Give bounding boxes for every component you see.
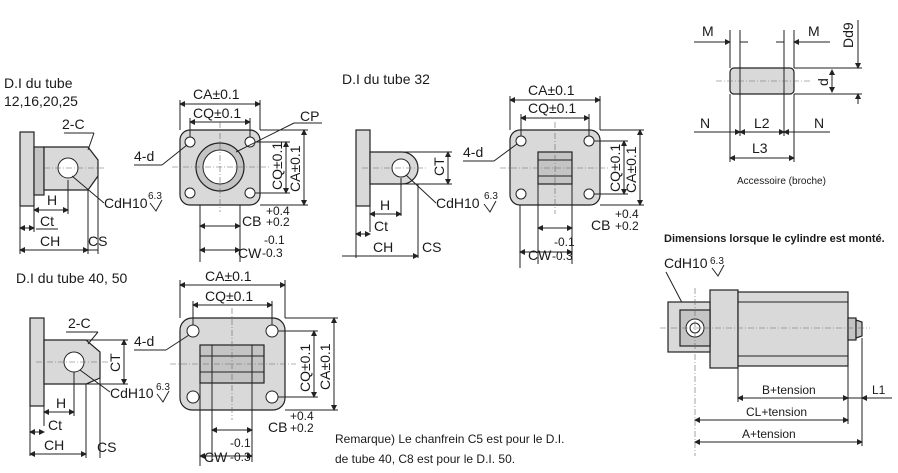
dim-cq-right-32: CQ±0.1 xyxy=(607,144,623,192)
dim-cl-tension: CL+tension xyxy=(746,405,807,419)
dim-cw-tol-dn-a: -0.3 xyxy=(262,246,283,260)
dim-l2: L2 xyxy=(754,115,770,131)
dim-ca-top-40: CA±0.1 xyxy=(205,268,252,284)
front-view-small: CA±0.1 CQ±0.1 CP 4-d CQ±0.1 CA±0.1 CB +0… xyxy=(134,86,322,262)
dim-m-right: M xyxy=(808,23,820,39)
dim-ch-32: CH xyxy=(373,239,393,255)
label-tube-32: D.I du tube 32 xyxy=(342,71,430,87)
dim-cq-right-a: CQ±0.1 xyxy=(269,142,285,190)
side-view-small: D.I du tube 12,16,20,25 2-C CdH10 6.3 H … xyxy=(4,75,163,254)
roughness-mounted: 6.3 xyxy=(710,256,724,267)
remark-line-2: de tube 40, C8 est pour le D.I. 50. xyxy=(335,452,515,466)
dim-cw-tol-up-a: -0.1 xyxy=(264,233,285,247)
dim-4d-32: 4-d xyxy=(463,144,483,160)
roughness-40: 6.3 xyxy=(156,382,170,393)
dim-cs-a: CS xyxy=(88,233,107,249)
dim-cb-40: CB xyxy=(268,419,287,435)
dim-cs-32: CS xyxy=(422,239,441,255)
dim-ca-top-32: CA±0.1 xyxy=(528,82,575,98)
label-accessory: Accessoire (broche) xyxy=(737,176,826,187)
dim-dd9: Dd9 xyxy=(840,22,856,48)
dim-ct-v-32: CT xyxy=(431,157,447,176)
dim-cd-a: CdH10 xyxy=(104,195,148,211)
dim-cb-tol-up-a: +0.4 xyxy=(266,204,290,218)
dim-m-left: M xyxy=(702,23,714,39)
dim-cb-a: CB xyxy=(242,213,261,229)
roughness-32: 6.3 xyxy=(484,191,498,202)
dim-cw-tol-dn-40: -0.3 xyxy=(230,450,251,464)
front-view-40-50: CA±0.1 CQ±0.1 4-d CQ±0.1 CA±0.1 CB +0.4 … xyxy=(134,268,338,466)
label-tube-40-50: D.I du tube 40, 50 xyxy=(16,270,128,286)
remark-line-1: Remarque) Le chanfrein C5 est pour le D.… xyxy=(335,432,564,446)
dim-h-40: H xyxy=(56,395,66,411)
dim-ct-a: Ct xyxy=(40,213,54,229)
dim-cb-tol-dn-a: +0.2 xyxy=(266,215,290,229)
dim-cw-tol-up-32: -0.1 xyxy=(554,235,575,249)
dim-ct-32: Ct xyxy=(374,218,388,234)
dim-cw-tol-dn-32: -0.3 xyxy=(552,249,573,263)
label-tube-small-sizes: 12,16,20,25 xyxy=(4,93,78,109)
dim-4d-a: 4-d xyxy=(134,148,154,164)
dim-ca-right-32: CA±0.1 xyxy=(623,146,639,193)
dim-cw-a: CW xyxy=(238,245,262,261)
dim-cq-top-40: CQ±0.1 xyxy=(205,288,253,304)
dim-ca-right-40: CA±0.1 xyxy=(317,343,333,390)
dim-n-left: N xyxy=(700,115,710,131)
side-view-40-50: D.I du tube 40, 50 2-C CT CdH10 6.3 H Ct… xyxy=(16,270,170,458)
dim-a-tension: A+tension xyxy=(742,427,796,441)
dim-cd-mounted: CdH10 xyxy=(664,255,708,271)
dim-h-a: H xyxy=(47,192,57,208)
dim-cq-right-40: CQ±0.1 xyxy=(297,344,313,392)
dim-cw-tol-up-40: -0.1 xyxy=(230,436,251,450)
dim-cb-tol-up-40: +0.4 xyxy=(290,409,314,423)
dim-n-right: N xyxy=(814,115,824,131)
dim-ct-v-40: CT xyxy=(107,353,123,372)
side-view-32: D.I du tube 32 CT CdH10 6.3 H Ct CH CS xyxy=(342,71,498,259)
roughness-a: 6.3 xyxy=(148,191,162,202)
dim-cq-top-32: CQ±0.1 xyxy=(528,100,576,116)
dim-cd-40: CdH10 xyxy=(110,385,154,401)
dim-cw-32: CW xyxy=(528,247,552,263)
accessory-pin: M M Dd9 d N L2 N L3 Accessoire (broche xyxy=(694,20,862,187)
label-mounted: Dimensions lorsque le cylindre est monté… xyxy=(664,233,885,245)
dim-2c-b: 2-C xyxy=(68,315,91,331)
dim-cw-40: CW xyxy=(204,449,228,465)
dim-d-pin: d xyxy=(815,78,831,86)
dim-l1: L1 xyxy=(872,383,886,397)
dim-cs-40: CS xyxy=(97,439,116,455)
dim-ch-a: CH xyxy=(40,233,60,249)
front-view-32: CA±0.1 CQ±0.1 4-d CQ±0.1 CA±0.1 CB +0.4 … xyxy=(463,82,644,268)
dim-cb-tol-up-32: +0.4 xyxy=(615,207,639,221)
dim-4d-40: 4-d xyxy=(134,333,154,349)
dim-2c-a: 2-C xyxy=(62,116,85,132)
dim-cb-32: CB xyxy=(591,217,610,233)
mounted-view: Dimensions lorsque le cylindre est monté… xyxy=(660,233,892,456)
dim-cb-tol-dn-32: +0.2 xyxy=(615,219,639,233)
dim-cb-tol-dn-40: +0.2 xyxy=(290,421,314,435)
dim-b-tension: B+tension xyxy=(762,383,816,397)
dim-ca-right-a: CA±0.1 xyxy=(287,145,303,192)
dim-cp: CP xyxy=(300,108,319,124)
dim-cq-top-a: CQ±0.1 xyxy=(193,105,241,121)
dim-h-32: H xyxy=(380,197,390,213)
dim-ca-top-a: CA±0.1 xyxy=(193,86,240,102)
dim-ch-40: CH xyxy=(44,437,64,453)
dim-l3: L3 xyxy=(752,140,768,156)
label-tube-small: D.I du tube xyxy=(4,75,73,91)
dim-cd-32: CdH10 xyxy=(436,195,480,211)
dim-ct-40: Ct xyxy=(48,417,62,433)
